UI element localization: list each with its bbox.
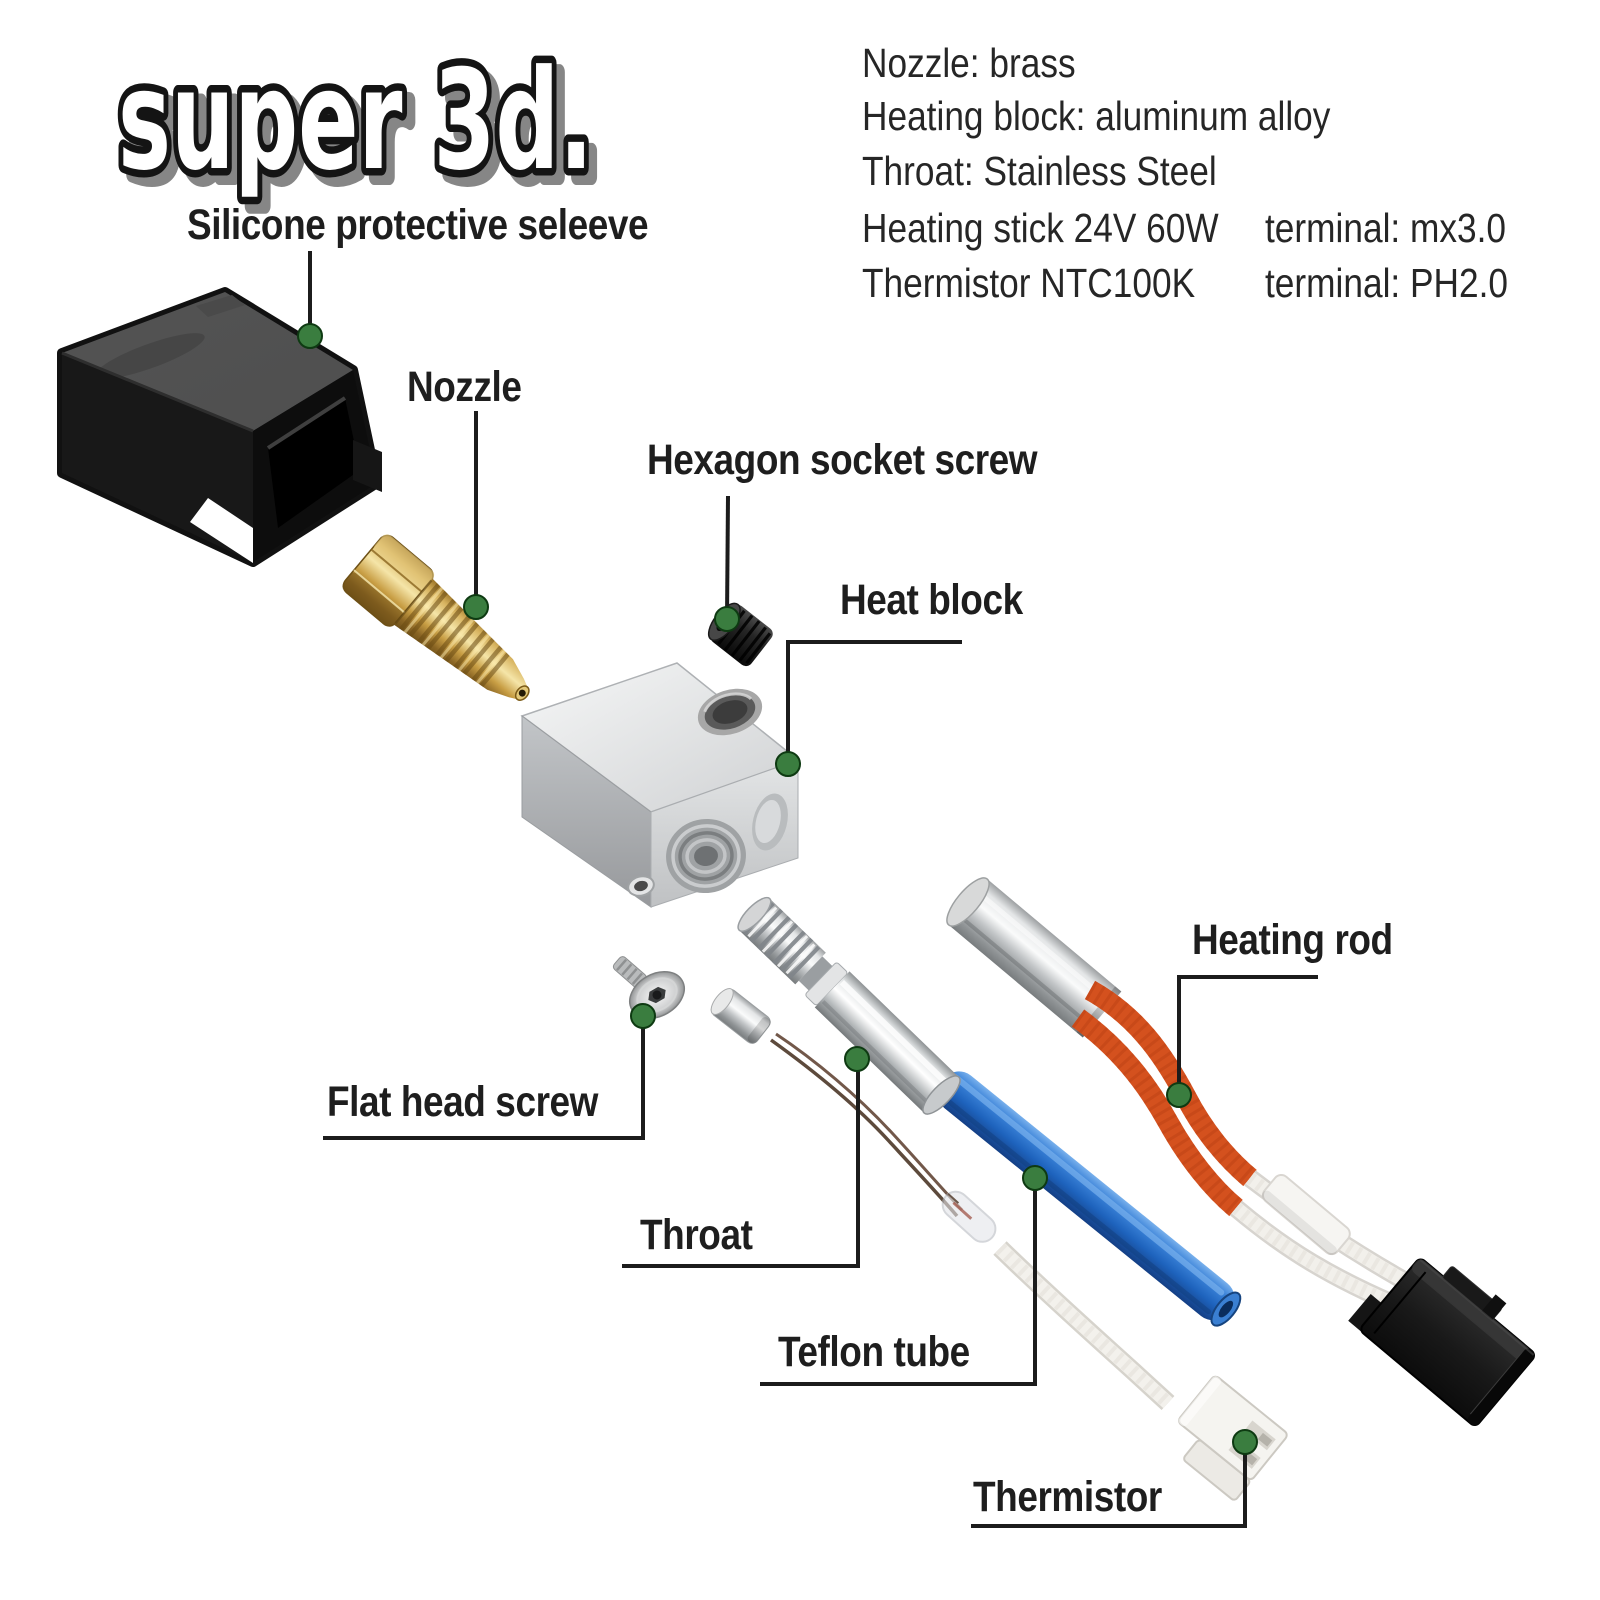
heater-wires-red [1071, 980, 1257, 1217]
label-heat-block: Heat block [840, 576, 1023, 624]
brand-logo: super 3d. super 3d. [111, 33, 610, 219]
mx3-connector [1348, 1258, 1535, 1427]
label-nozzle: Nozzle [407, 363, 522, 411]
throat-photo [737, 896, 961, 1115]
leader-lines [308, 251, 1318, 1528]
spec-text: Heating block: aluminum alloy [862, 93, 1331, 139]
spec-row-nozzle: Nozzle: brass [862, 40, 1110, 94]
spec-terminal-mx30: terminal: mx3.0 [1265, 205, 1507, 251]
spec-terminal-ph20: terminal: PH2.0 [1265, 260, 1509, 306]
hexagon-socket-screw-photo [707, 602, 773, 667]
nozzle-photo [342, 534, 530, 701]
ph2-connector [1178, 1375, 1288, 1501]
teflon-tube-photo [937, 1071, 1242, 1327]
spec-row-thermistor: Thermistor NTC100K terminal: PH2.0 [862, 260, 1508, 314]
silicone-sleeve-photo [57, 287, 382, 567]
spec-text: Nozzle: brass [862, 40, 1076, 86]
thermistor-photo [710, 988, 1288, 1501]
label-hexagon-socket-screw: Hexagon socket screw [647, 436, 1038, 484]
brand-logo-text: super 3d. [118, 40, 593, 201]
leader-markers [297, 323, 1258, 1455]
spec-list: Nozzle: brass Heating block: aluminum al… [862, 40, 1562, 320]
spec-text: Thermistor NTC100K [862, 260, 1196, 306]
heat-block-photo [520, 662, 800, 908]
spec-row-heating-stick: Heating stick 24V 60W terminal: mx3.0 [862, 205, 1506, 259]
label-flat-head-screw: Flat head screw [327, 1078, 599, 1126]
label-heating-rod: Heating rod [1192, 916, 1393, 964]
brand-logo-shadow: super 3d. [126, 49, 601, 210]
spec-row-throat: Throat: Stainless Steel [862, 148, 1274, 202]
label-silicone-sleeve: Silicone protective seleeve [187, 201, 649, 249]
spec-text: Throat: Stainless Steel [862, 148, 1217, 194]
heating-rod-photo [946, 877, 1535, 1427]
spec-row-heating-block: Heating block: aluminum alloy [862, 93, 1407, 147]
label-teflon-tube: Teflon tube [778, 1328, 970, 1376]
label-throat: Throat [640, 1211, 753, 1259]
spec-text: Heating stick 24V 60W [862, 205, 1219, 251]
label-thermistor: Thermistor [973, 1473, 1162, 1521]
